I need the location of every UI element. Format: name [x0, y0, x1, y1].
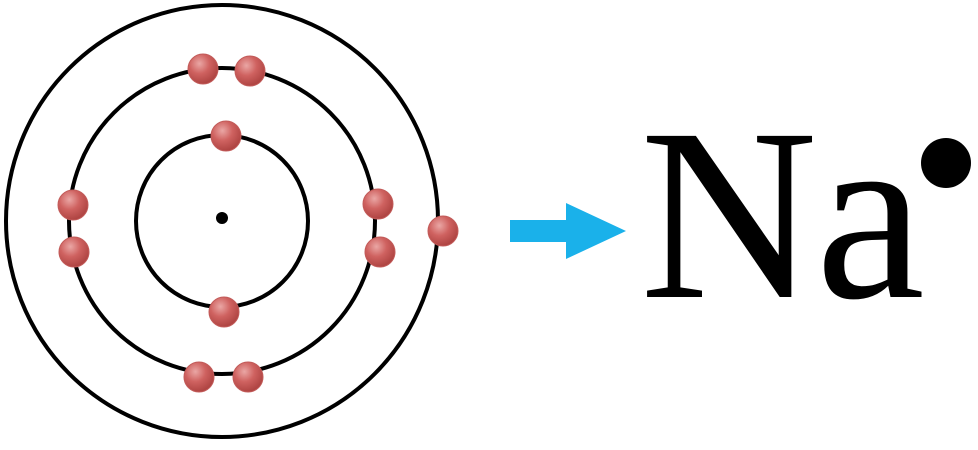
lewis-symbol: Na [640, 79, 925, 351]
electrons-group [57, 53, 459, 393]
nucleus [216, 212, 228, 224]
middle-shell [67, 66, 377, 376]
arrow-icon [510, 203, 626, 259]
element-symbol: Na [640, 79, 925, 351]
electron [234, 55, 266, 87]
electron [232, 361, 264, 393]
electron [183, 361, 215, 393]
electron [362, 188, 394, 220]
electron [58, 236, 90, 268]
electron [57, 189, 89, 221]
valence-electron-dot [921, 138, 971, 188]
electron [187, 53, 219, 85]
electron [427, 215, 459, 247]
electron [364, 236, 396, 268]
electron [210, 120, 242, 152]
electron [208, 296, 240, 328]
